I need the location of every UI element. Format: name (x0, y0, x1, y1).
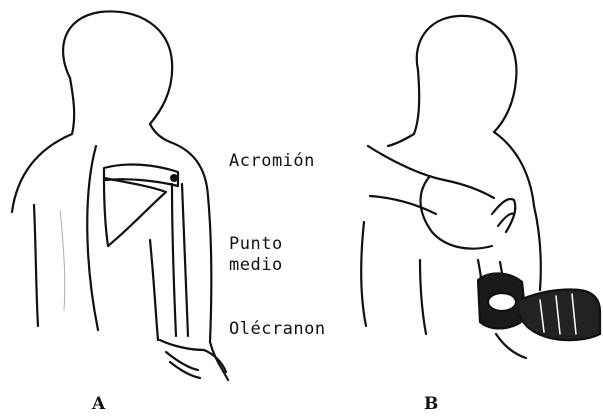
figure-a-head (63, 11, 172, 124)
panel-label-b: B (424, 394, 438, 414)
figure-a-right-shoulder (170, 142, 208, 196)
label-acromion: Acromión (229, 150, 315, 172)
figure-a-left-shoulder (12, 134, 72, 212)
figure-a-back-texture (60, 210, 65, 310)
figure-b-hand (492, 199, 515, 232)
figure-a-neck-right (150, 124, 170, 142)
figure-b-arm-right (534, 206, 541, 290)
figure-a-person-back-view (12, 11, 228, 380)
figure-b-head (417, 16, 517, 132)
figure-a-scapula (104, 178, 166, 246)
figure-a-acromion-bar (104, 165, 178, 186)
figure-b-wrist (496, 334, 526, 358)
figure-b-tape-window (488, 293, 516, 311)
figure-a-left-body-line (34, 205, 38, 326)
acromion-point-marker (170, 174, 178, 182)
figure-a-neck-left (70, 78, 74, 134)
figure-b-right-shoulder (494, 132, 534, 206)
figure-b-person-back-view (361, 16, 600, 358)
label-midpoint-line1: Punto (229, 233, 283, 255)
figure-b-body-left (361, 222, 366, 326)
label-midpoint-line2: medio (229, 254, 283, 276)
label-olecranon: Olécranon (229, 318, 326, 340)
panel-label-a: A (92, 394, 105, 414)
figure-b-back-line (420, 260, 426, 334)
figure-b-examiner-arm-top (368, 146, 494, 198)
figure-a-back-line (87, 146, 98, 330)
figure-b-neck (388, 70, 419, 146)
figure-b-examiner-arm-bottom (370, 196, 436, 214)
figure-a-humerus-front (172, 184, 176, 336)
figure-a-humerus-back (182, 184, 188, 336)
figure-a-arm-inner (150, 240, 158, 340)
